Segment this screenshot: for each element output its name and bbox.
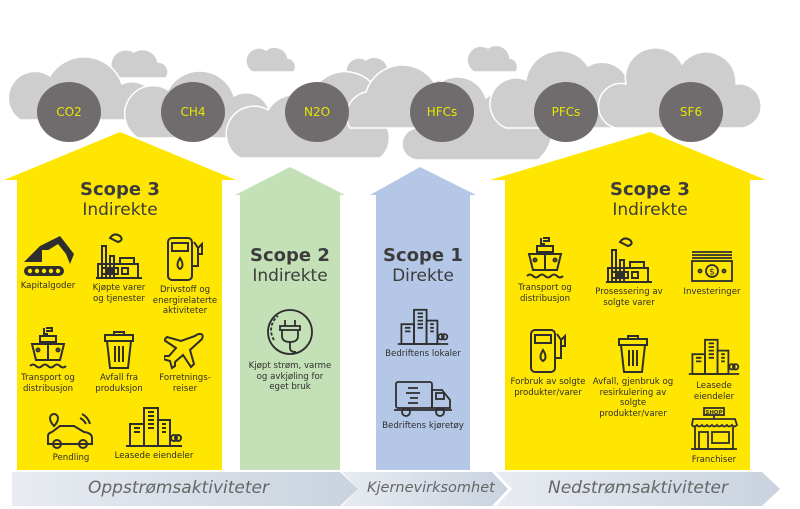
item-leasede-upstream: Leasede eiendeler (114, 404, 194, 462)
cloud (109, 48, 169, 79)
buildings-icon (126, 407, 182, 447)
item-label: Investeringer (683, 287, 741, 297)
band-upstream (12, 472, 358, 506)
item-label: Prosessering av solgte varer (595, 287, 663, 308)
gas-bubble-ch4: CH4 (161, 82, 225, 142)
item-avfall-produksjon: Avfall fra produksjon (88, 330, 150, 394)
item-avfall-gjenbruk: Avfall, gjenbruk og resirkulering av sol… (592, 334, 674, 420)
scope2-arrow (235, 167, 345, 470)
item-prosessering: Prosessering av solgte varer (590, 236, 668, 308)
item-leasede-downstream: Leasede eiendeler (676, 334, 752, 402)
scope-title: Scope 3 (80, 179, 160, 200)
ship-icon (526, 237, 564, 279)
scope3-upstream-title: Scope 3 Indirekte (60, 179, 180, 220)
cloud (466, 44, 519, 73)
item-label: Kapitalgoder (20, 281, 76, 291)
item-investeringer: $ Investeringer (676, 250, 748, 298)
item-kjopte-varer: Kjøpte varer og tjenester (86, 232, 152, 304)
gas-label: CH4 (180, 105, 206, 119)
item-label: Drivstoff og energirelaterte aktiviteter (152, 285, 218, 317)
item-transport-downstream: Transport og distribusjon (510, 236, 580, 304)
gas-bubble-pfcs: PFCs (534, 82, 598, 142)
trash-bin-icon (618, 335, 648, 373)
gas-label: PFCs (551, 105, 581, 119)
scope-subtitle: Indirekte (252, 265, 328, 286)
gas-bubble-co2: CO2 (37, 82, 101, 142)
item-bedriftens-kjoretoy: Bedriftens kjøretøy (382, 380, 464, 432)
money-icon: $ (691, 251, 733, 282)
band-label-upstream: Oppstrømsaktiviteter (88, 478, 269, 498)
scope-subtitle: Direkte (392, 265, 454, 286)
shop-icon: SHOP (691, 407, 739, 450)
item-label: Kjøpt strøm, varme og avkjøling for eget… (248, 361, 332, 393)
item-forretningsreiser: Forretnings-reiser (152, 330, 218, 394)
ship-icon (29, 327, 67, 369)
gas-bubble-sf6: SF6 (659, 82, 723, 142)
scope1-title: Scope 1 Direkte (376, 245, 470, 286)
gas-label: CO2 (56, 105, 82, 119)
shop-sign-text: SHOP (705, 410, 722, 416)
gas-label: N2O (303, 105, 331, 119)
item-label: Bedriftens lokaler (385, 349, 461, 359)
factory-icon (96, 233, 142, 279)
excavator-icon (24, 236, 74, 276)
scope2-title: Scope 2 Indirekte (240, 245, 340, 286)
power-plug-icon (267, 309, 313, 355)
airplane-icon (164, 332, 204, 370)
item-label: Transport og distribusjon (21, 373, 75, 394)
item-label: Forretnings-reiser (159, 373, 211, 394)
car-icon (47, 412, 93, 449)
scope-title: Scope 3 (610, 179, 690, 200)
scope-subtitle: Indirekte (612, 199, 688, 220)
buildings-icon (397, 308, 449, 345)
item-label: Leasede eiendeler (114, 451, 194, 461)
fuel-pump-icon (530, 329, 566, 373)
scope3-upstream-arrow (4, 132, 236, 470)
item-pendling: Pendling (38, 412, 104, 464)
item-label: Franchiser (691, 455, 737, 465)
gas-label: SF6 (679, 105, 703, 119)
band-label-downstream: Nedstrømsaktiviteter (548, 478, 728, 498)
item-kapitalgoder: Kapitalgoder (14, 232, 82, 292)
item-bedriftens-lokaler: Bedriftens lokaler (382, 306, 464, 360)
scope3-downstream-arrow (490, 132, 766, 470)
scope-title: Scope 2 (250, 245, 330, 266)
item-kjopt-strom: Kjøpt strøm, varme og avkjøling for eget… (246, 306, 334, 393)
factory-icon (606, 237, 652, 283)
band-core (342, 472, 508, 506)
item-franchiser: SHOP Franchiser (680, 406, 748, 466)
item-transport-upstream: Transport og distribusjon (14, 326, 82, 394)
cloud (245, 46, 297, 73)
item-label: Kjøpte varer og tjenester (92, 283, 146, 304)
gas-bubble-hfcs: HFCs (410, 82, 474, 142)
scope-subtitle: Indirekte (82, 199, 158, 220)
svg-text:$: $ (709, 268, 715, 278)
item-label: Avfall fra produksjon (95, 373, 143, 394)
item-label: Bedriftens kjøretøy (382, 421, 464, 431)
item-label: Pendling (52, 453, 90, 463)
fuel-pump-icon (167, 237, 203, 281)
item-drivstoff: Drivstoff og energirelaterte aktiviteter (150, 236, 220, 317)
scope-title: Scope 1 (383, 245, 463, 266)
item-label: Avfall, gjenbruk og resirkulering av sol… (592, 377, 674, 420)
item-label: Forbruk av solgte produkter/varer (510, 377, 586, 398)
gas-label: HFCs (426, 105, 458, 119)
band-downstream (496, 472, 780, 506)
truck-icon (394, 381, 452, 417)
gas-bubble-n2o: N2O (285, 82, 349, 142)
trash-bin-icon (104, 331, 134, 369)
buildings-icon (688, 338, 740, 375)
item-forbruk: Forbruk av solgte produkter/varer (508, 328, 588, 398)
item-label: Transport og distribusjon (518, 283, 572, 304)
scope3-downstream-title: Scope 3 Indirekte (580, 179, 720, 220)
band-label-core: Kjernevirksomhet (367, 480, 495, 496)
item-label: Leasede eiendeler (693, 381, 735, 402)
